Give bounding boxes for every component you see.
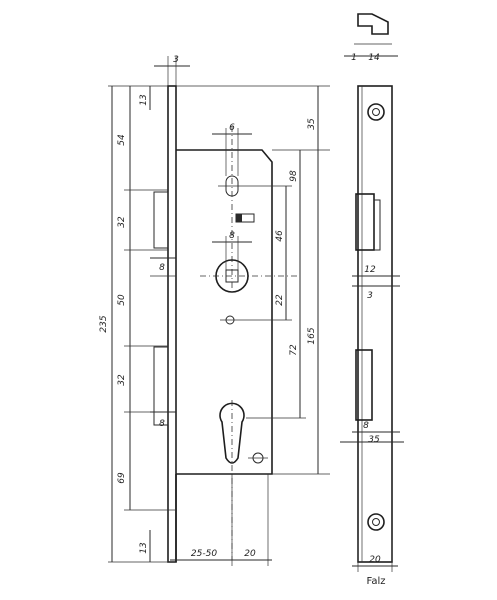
label-14: 14 [368,53,380,63]
label-8-side: 8 [363,421,369,431]
cylinder-hole [219,402,245,464]
right-dimensions: 35 98 46 22 72 165 6 8 25-50 20 [170,85,330,566]
side-deadbolt [355,349,373,421]
label-20-side: 20 [369,555,381,565]
faceplate [167,85,177,563]
profile-section [357,13,389,35]
label-69: 69 [117,472,127,484]
label-13-bottom: 13 [139,542,149,554]
label-1: 1 [351,53,357,63]
label-165: 165 [307,327,317,344]
label-50: 50 [117,294,127,306]
label-32b: 32 [117,374,127,386]
label-3-side: 3 [367,291,373,301]
label-3-top: 3 [173,55,179,65]
label-35-side: 35 [368,435,380,445]
label-8b: 8 [159,419,165,429]
label-235: 235 [99,315,109,332]
latch-bolt [153,191,169,249]
label-20-bottom: 20 [244,549,256,559]
label-backset: 25-50 [191,549,217,559]
label-22: 22 [275,294,285,306]
label-32a: 32 [117,216,127,228]
falz-caption: Falz [367,576,386,587]
label-13-top: 13 [139,94,149,106]
label-54: 54 [117,134,127,146]
label-12: 12 [364,265,376,275]
side-faceplate [357,85,393,563]
label-72: 72 [289,344,299,356]
side-latch [355,193,375,251]
side-view: 12 3 8 35 20 Falz 1 14 [340,13,404,587]
left-dimensions: 235 54 32 8 50 32 8 69 13 13 3 [99,55,190,563]
front-view [153,85,300,563]
label-6: 6 [229,123,235,133]
lock-case [176,149,273,475]
label-98: 98 [289,170,299,182]
label-35: 35 [307,118,317,130]
label-46: 46 [275,230,285,242]
label-8a: 8 [159,263,165,273]
dead-bolt [153,346,169,426]
label-8-spindle: 8 [229,231,235,241]
